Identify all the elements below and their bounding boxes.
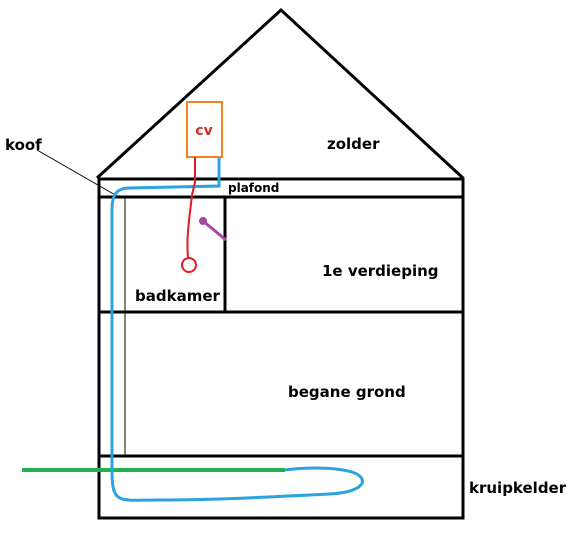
blue-pipe (110, 157, 364, 502)
purple-valve-icon (199, 217, 207, 225)
roof-outline (95, 7, 465, 180)
house-outer-walls (97, 177, 465, 520)
cv-label: cv (195, 123, 212, 139)
koof-pointer (36, 149, 118, 197)
red-pipe (186, 157, 196, 259)
cv-boiler-box (186, 101, 223, 158)
purple-valve-handle (202, 219, 227, 242)
badkamer-label: badkamer (135, 287, 220, 305)
plafond-label: plafond (228, 181, 279, 195)
red-pipe-outlet-icon (181, 257, 197, 273)
koof-label: koof (5, 136, 42, 154)
verdieping-label: 1e verdieping (322, 262, 439, 280)
kruipkelder-label: kruipkelder (469, 479, 567, 497)
begane-grond-label: begane grond (288, 383, 406, 401)
zolder-label: zolder (327, 135, 380, 153)
